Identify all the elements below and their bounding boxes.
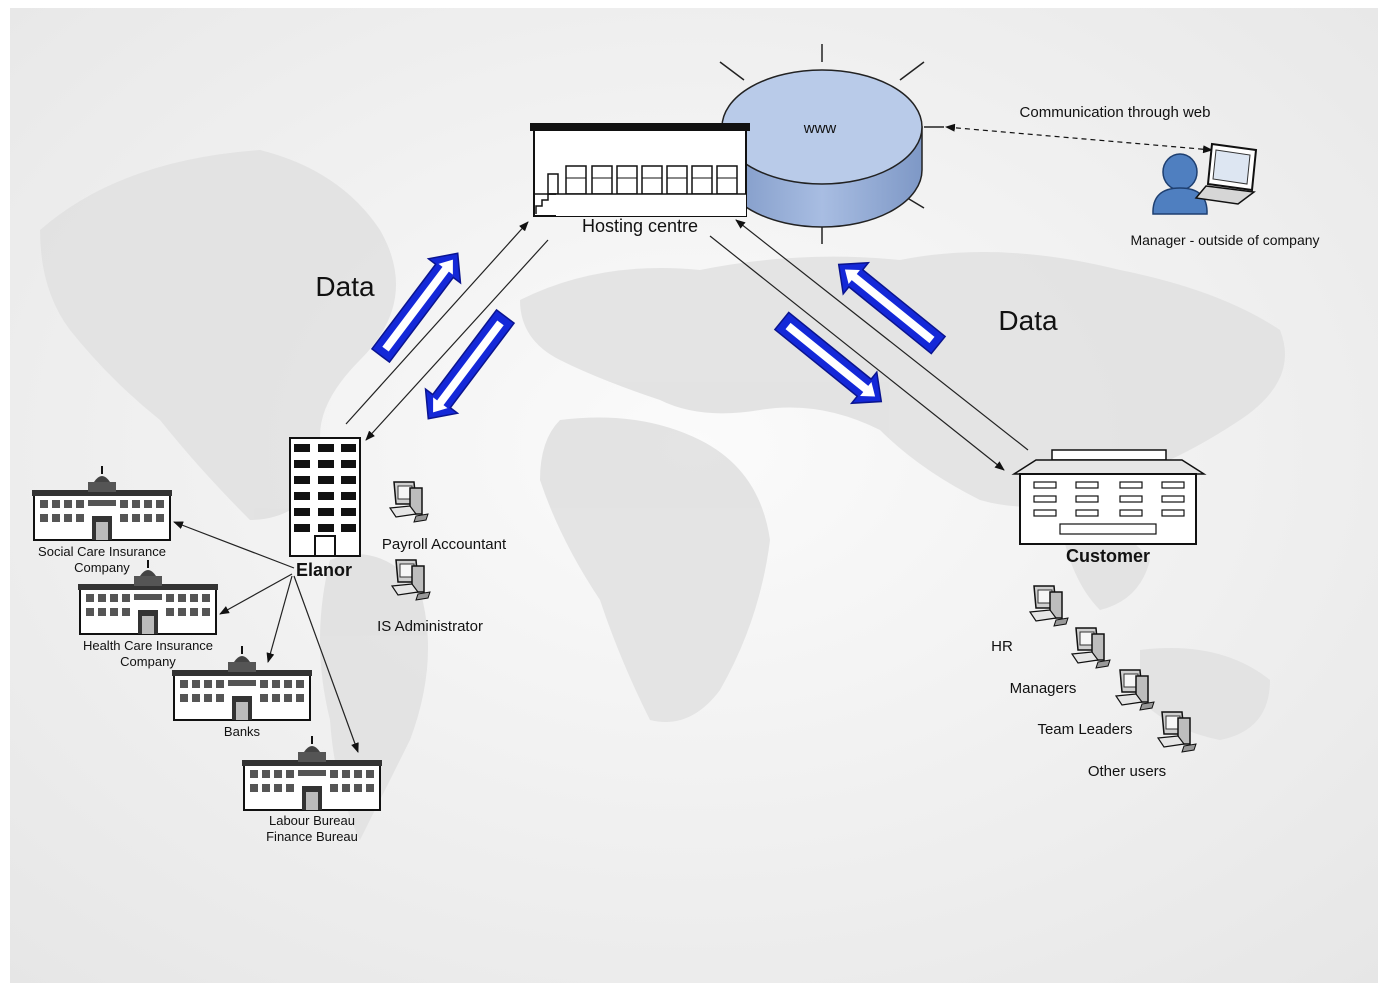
communication-label: Communication through web <box>1020 104 1211 121</box>
data-label-right: Data <box>998 305 1058 336</box>
customer-to-hosting-line <box>735 219 1029 451</box>
elanor-label: Elanor <box>296 560 352 580</box>
hosting-centre-building <box>530 123 750 217</box>
hr-label: HR <box>991 638 1013 655</box>
hosting-to-elanor-line <box>365 239 549 441</box>
elanor-to-labour-bureau-line <box>293 575 359 753</box>
elanor-to-banks-line <box>266 575 293 663</box>
is-administrator-label: IS Administrator <box>377 618 483 635</box>
customer-building <box>1011 449 1207 545</box>
social-care-label-line1: Social Care Insurance <box>38 544 166 559</box>
payroll-accountant-label: Payroll Accountant <box>382 536 507 553</box>
hosting-to-customer-line <box>709 235 1005 471</box>
banks-label: Banks <box>224 724 261 739</box>
social-care-label-line2: Company <box>74 560 130 575</box>
hosting-centre-label: Hosting centre <box>582 216 698 236</box>
customer-label: Customer <box>1066 546 1150 566</box>
managers-label: Managers <box>1010 680 1077 697</box>
elanor-building <box>289 437 361 557</box>
data-label-left: Data <box>315 271 375 302</box>
team-leaders-label: Team Leaders <box>1037 721 1132 738</box>
www-label: www <box>803 120 837 137</box>
manager-with-laptop <box>1152 142 1258 215</box>
elanor-to-social-care-line <box>173 521 295 569</box>
elanor-to-health-care-line <box>219 573 293 615</box>
health-care-label-line1: Health Care Insurance <box>83 638 213 653</box>
labour-bureau-label: Labour Bureau <box>269 813 355 828</box>
other-users-label: Other users <box>1088 763 1166 780</box>
manager-outside-label: Manager - outside of company <box>1130 232 1319 248</box>
finance-bureau-label: Finance Bureau <box>266 829 358 844</box>
www-cloud-cylinder: www <box>717 44 944 244</box>
elanor-to-hosting-line <box>345 221 529 425</box>
health-care-label-line2: Company <box>120 654 176 669</box>
